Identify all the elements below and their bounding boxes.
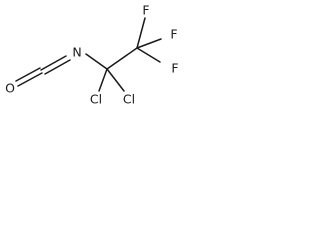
bond-n-c1 — [85, 53, 108, 70]
bond-o-c-2 — [15, 67, 41, 82]
bond-c2-f-top — [136, 17, 146, 49]
bond-o-c-1 — [17, 72, 43, 87]
atom-o: O — [5, 81, 15, 96]
bond-c1-cl-left — [98, 68, 108, 92]
bond-c1-cl-right — [106, 68, 125, 92]
atom-n: N — [72, 45, 81, 60]
bond-c2-f-right-lower — [136, 47, 161, 63]
bond-c-n-1 — [40, 55, 67, 71]
bond-c1-c2 — [106, 47, 138, 70]
molecule-drawing: O N F F F Cl Cl — [5, 3, 179, 107]
atom-cl-right: Cl — [123, 92, 135, 107]
bond-c-n-2 — [44, 59, 71, 75]
atom-f-top: F — [142, 3, 149, 18]
chemical-structure: O N F F F Cl Cl — [0, 0, 188, 112]
atom-cl-left: Cl — [90, 92, 102, 107]
atom-f-right-upper: F — [170, 27, 177, 42]
bond-c2-f-right-upper — [136, 38, 162, 49]
atom-f-right-lower: F — [171, 61, 178, 76]
